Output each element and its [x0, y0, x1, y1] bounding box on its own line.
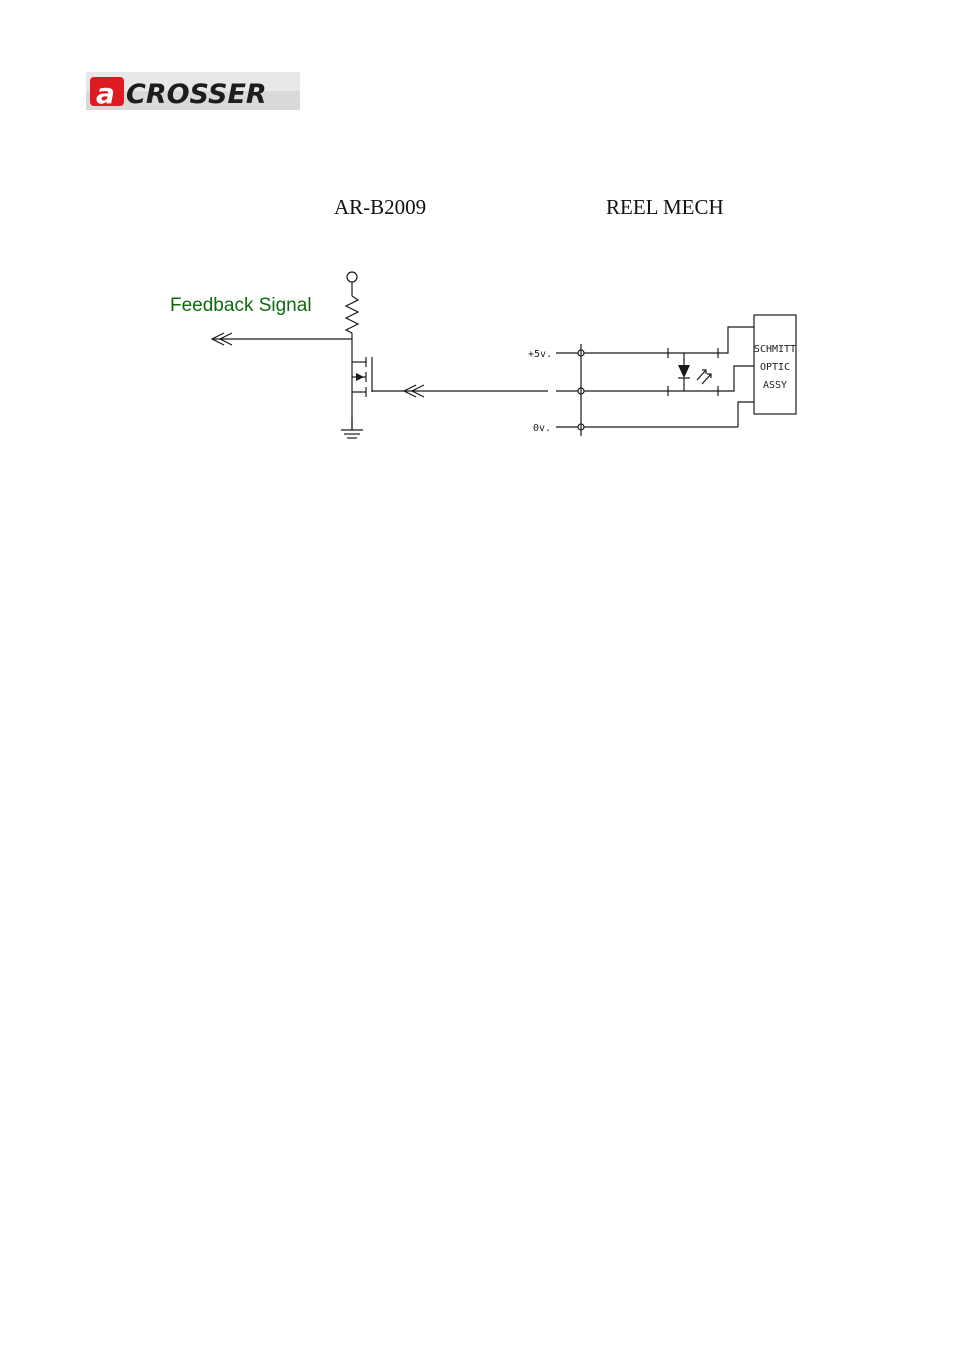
pullup-resistor — [346, 296, 358, 333]
schmitt-optic-box — [754, 315, 796, 414]
feedback-signal-label: Feedback Signal — [170, 295, 312, 317]
acrosser-logo: a CROSSER — [86, 72, 300, 110]
logo-letter: a — [96, 77, 115, 110]
optic-box-line3: ASSY — [763, 380, 787, 391]
light-arrow-icon — [697, 370, 706, 380]
zero-volt-connector — [578, 424, 584, 430]
optic-box-line1: SCHMITT — [754, 344, 796, 355]
plus5v-label: +5v. — [528, 349, 552, 360]
zero-volt-label: 0v. — [533, 423, 551, 434]
reel-mech-title: REEL MECH — [606, 195, 724, 220]
board-title: AR-B2009 — [334, 195, 426, 220]
transistor-arrow — [356, 373, 364, 381]
signal-connector — [578, 388, 584, 394]
gate-input-arrow — [404, 385, 416, 397]
optic-box-line2: OPTIC — [760, 362, 790, 373]
feedback-arrow — [212, 333, 224, 345]
supply-terminal — [347, 272, 357, 282]
logo-wordmark: CROSSER — [126, 79, 267, 110]
led-icon — [678, 365, 690, 378]
plus5v-connector — [578, 350, 584, 356]
